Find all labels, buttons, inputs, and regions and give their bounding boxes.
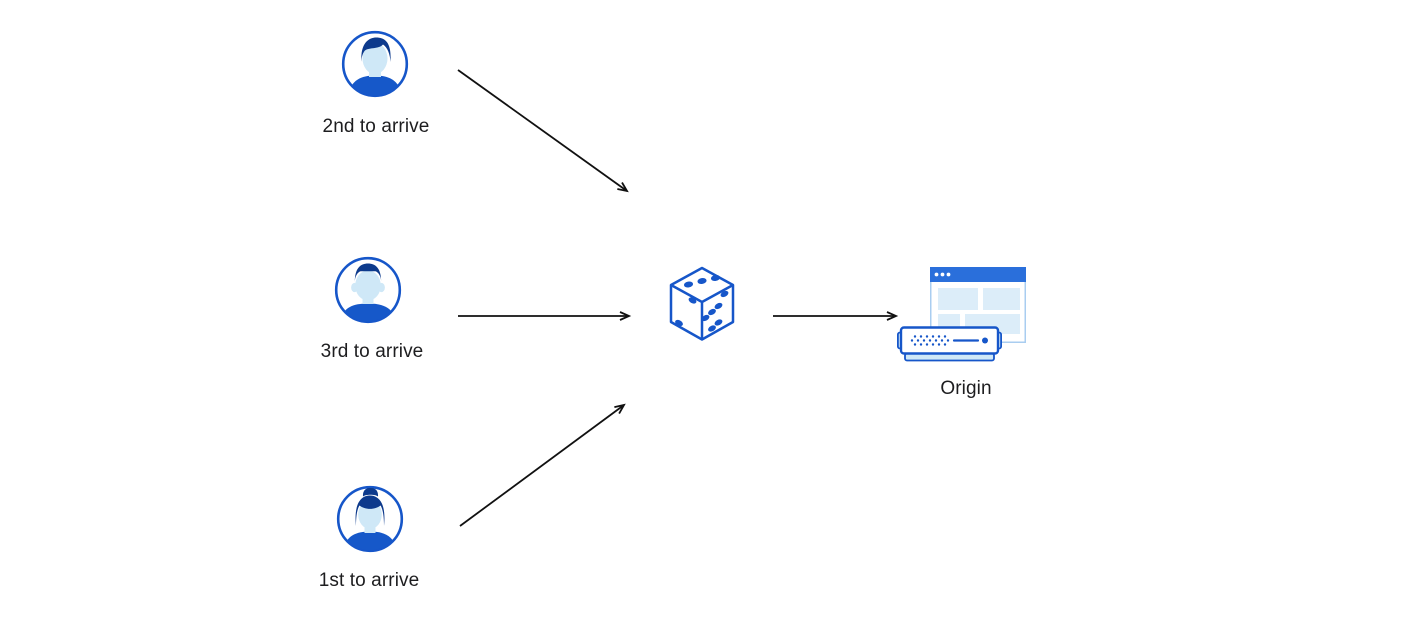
node-dice bbox=[668, 265, 736, 343]
label-user-third: 3rd to arrive bbox=[320, 341, 424, 362]
node-user-third bbox=[333, 255, 403, 325]
arrow-user-first-to-dice bbox=[459, 403, 626, 527]
user-male-short-hair-avatar-icon bbox=[334, 256, 402, 324]
node-origin bbox=[897, 263, 1029, 363]
user-male-avatar-icon bbox=[341, 30, 409, 98]
dice-random-selection-icon bbox=[669, 266, 735, 341]
user-female-avatar-icon bbox=[336, 485, 404, 553]
label-user-first: 1st to arrive bbox=[318, 570, 420, 591]
label-user-second: 2nd to arrive bbox=[322, 116, 430, 137]
node-user-first bbox=[335, 484, 405, 554]
arrow-user-second-to-dice bbox=[457, 69, 629, 193]
node-user-second bbox=[340, 29, 410, 99]
origin-server-browser-icon bbox=[897, 267, 1026, 362]
label-origin: Origin bbox=[940, 378, 992, 399]
